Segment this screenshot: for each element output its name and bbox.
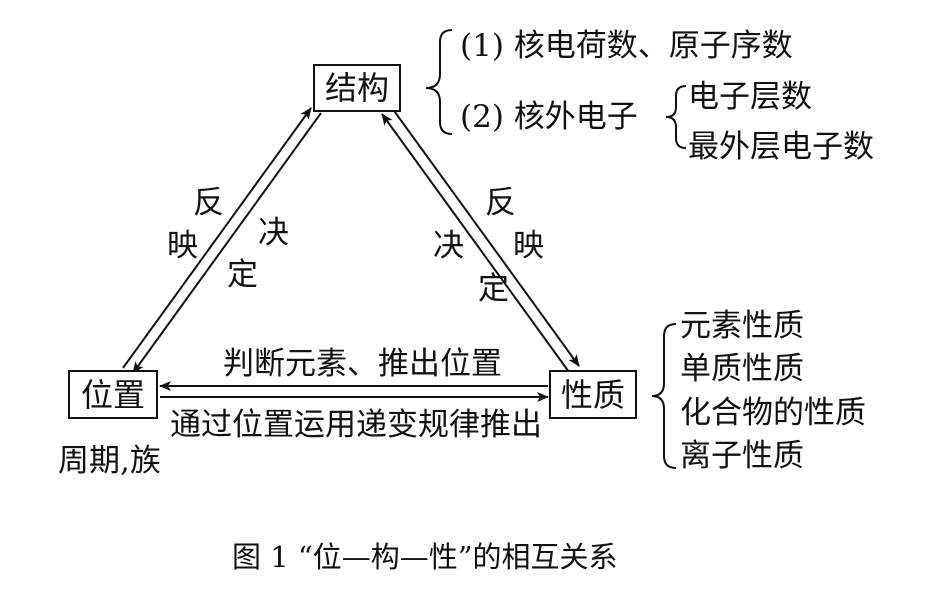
arrow-property-to-structure — [381, 113, 570, 373]
left-reflect-char-2: 映 — [167, 228, 198, 264]
electron-shell-count: 电子层数 — [688, 79, 812, 115]
right-determine-char-2: 定 — [478, 271, 509, 307]
arrow-structure-to-position — [132, 112, 322, 374]
node-structure: 结构 — [313, 64, 401, 112]
arrow-structure-to-property — [391, 107, 580, 367]
property-item-2: 单质性质 — [680, 351, 804, 387]
property-item-1: 元素性质 — [680, 308, 804, 344]
structure-item-1: (1) 核电荷数、原子序数 — [460, 28, 793, 64]
figure-caption: 图 1 “位—构—性”的相互关系 — [232, 540, 618, 574]
brace-electrons — [665, 85, 687, 149]
brace-structure — [425, 29, 453, 135]
left-determine-char-2: 定 — [227, 257, 258, 293]
bottom-top-label: 判断元素、推出位置 — [223, 346, 502, 382]
property-item-4: 离子性质 — [680, 438, 804, 474]
node-property: 性质 — [549, 370, 637, 419]
brace-property — [651, 323, 677, 469]
right-reflect-char-2: 映 — [513, 228, 544, 264]
left-reflect-char-1: 反 — [193, 185, 224, 221]
property-item-3: 化合物的性质 — [680, 395, 866, 431]
bottom-bottom-label: 通过位置运用递变规律推出 — [170, 407, 542, 443]
node-position: 位置 — [68, 370, 158, 419]
structure-item-2: (2) 核外电子 — [460, 99, 638, 135]
outer-electron-count: 最外层电子数 — [688, 129, 874, 165]
right-reflect-char-1: 反 — [485, 185, 516, 221]
right-determine-char-1: 决 — [433, 228, 464, 264]
arrow-position-to-structure — [122, 107, 312, 369]
left-determine-char-1: 决 — [258, 215, 289, 251]
position-detail: 周期,族 — [58, 443, 161, 479]
